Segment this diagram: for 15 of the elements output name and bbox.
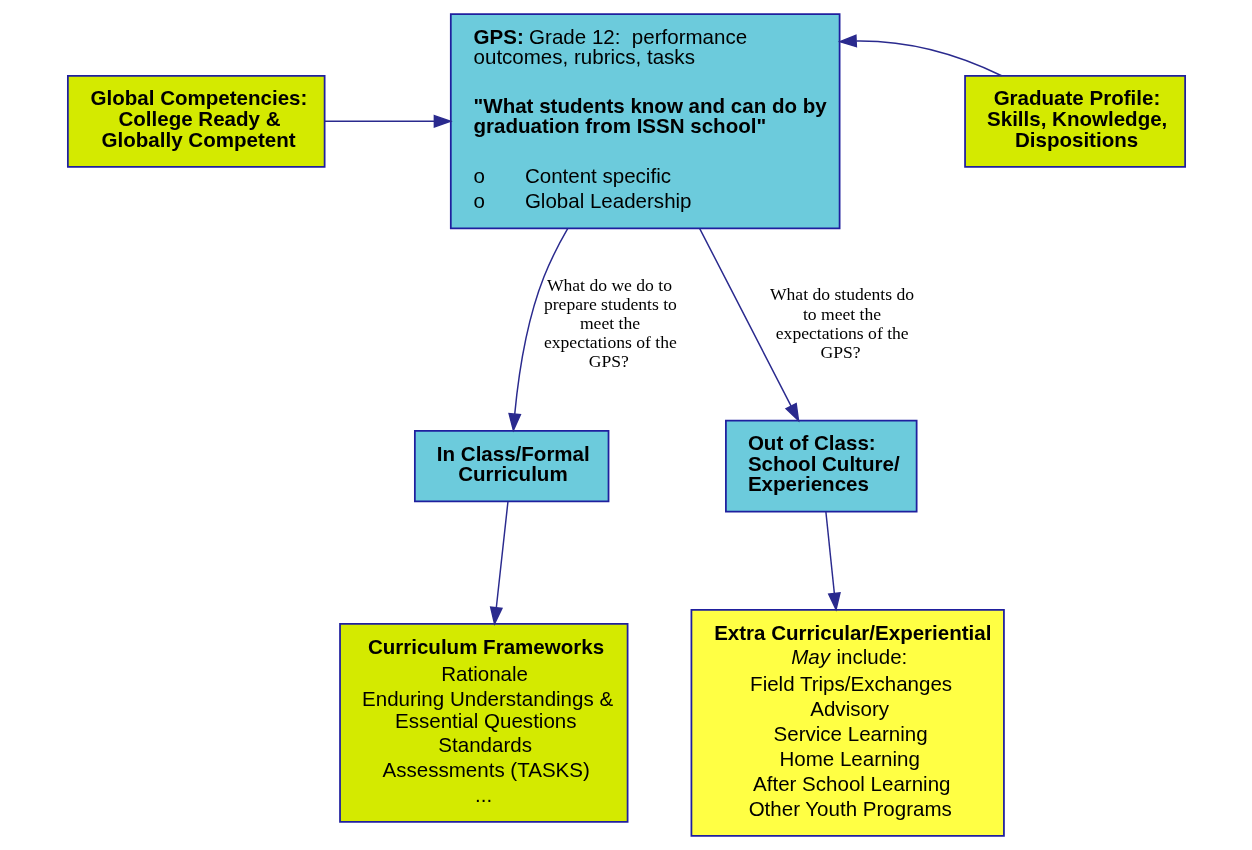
node-box: Curriculum Frameworks Rationale Enduring Understandings & Essential Questions Standards Assessments (TASKS) ... <box>338 622 628 823</box>
node-box: Graduate Profile: Skills, Knowledge, Dispositions <box>963 74 1186 168</box>
arrow <box>824 511 841 612</box>
edge-label: What do students do to meet the expectations of the GPS? <box>769 284 914 362</box>
node-box: Global Competencies: College Ready & Globally Competent <box>66 74 325 168</box>
arrow <box>837 34 1002 77</box>
arrow <box>698 227 800 423</box>
node-box: Extra Curricular/Experiential May include: Field Trips/Exchanges Advisory Service Learning Home Learning After School Learning Other Youth Programs <box>690 609 1005 837</box>
node-box: Out of Class: School Culture/ Experiences <box>724 419 917 513</box>
arrow <box>507 227 568 433</box>
arrow <box>323 114 453 128</box>
node-box: GPS: Grade 12: performance outcomes, rubrics, tasks "What students know and can do by graduation from ISSN school" o Content specific o Global Leadership <box>449 13 840 230</box>
arrow <box>489 501 509 626</box>
edge-label: What do we do to prepare students to meet the expectations of the GPS? <box>543 274 677 372</box>
node-box: In Class/Formal Curriculum <box>413 430 609 503</box>
